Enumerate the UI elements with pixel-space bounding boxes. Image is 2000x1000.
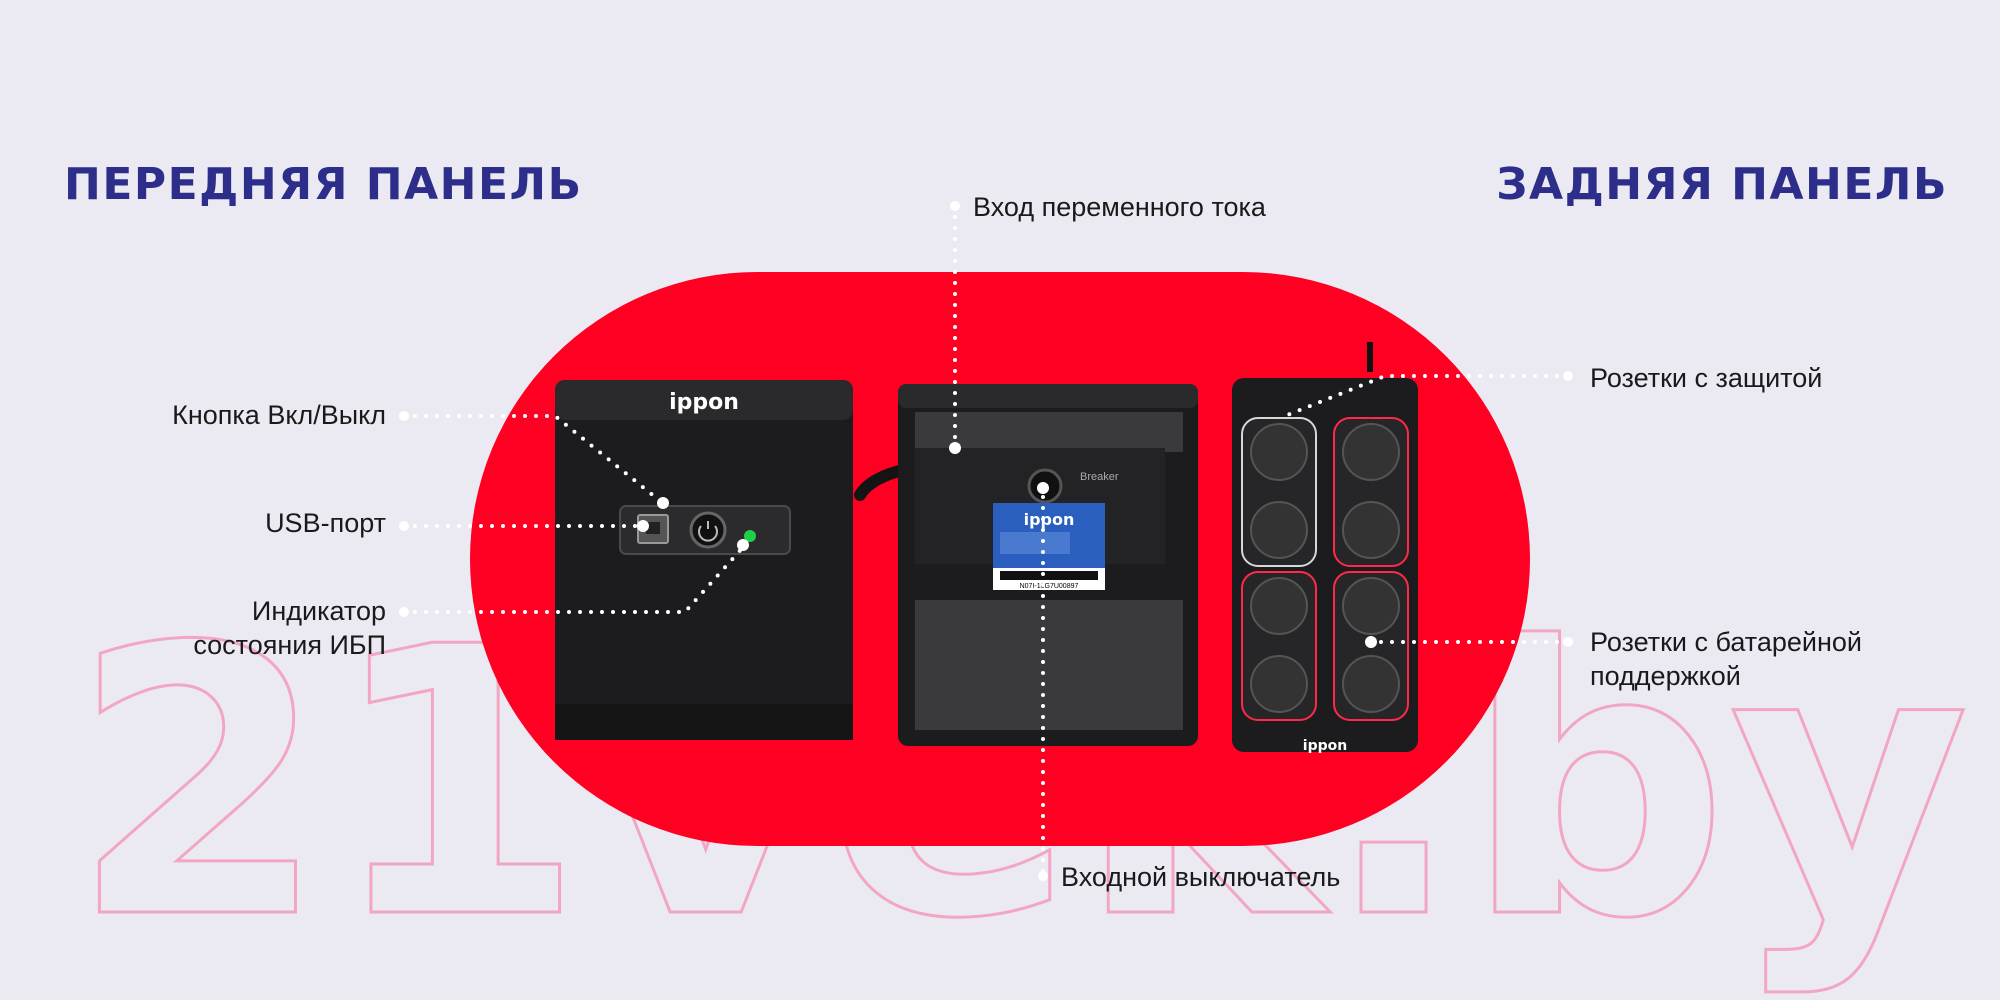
label-input-breaker: Входной выключатель xyxy=(1061,862,1341,892)
label-status-indicator: Индикатор состояния ИБП xyxy=(193,596,386,660)
back-panel-heading: ЗАДНЯЯ ПАНЕЛЬ xyxy=(1496,159,1948,210)
socket-icon xyxy=(1342,423,1400,481)
front-unit: ippon xyxy=(555,380,853,740)
front-panel-heading: ПЕРЕДНЯЯ ПАНЕЛЬ xyxy=(64,159,583,210)
socket-icon xyxy=(1250,577,1308,635)
socket-icon xyxy=(1342,577,1400,635)
back-unit: ippon xyxy=(1232,342,1418,754)
svg-text:Breaker: Breaker xyxy=(1080,471,1119,483)
middle-unit: Breaker ippon N07I-10G7U00897 xyxy=(898,384,1198,746)
front-brand-logo: ippon xyxy=(669,390,739,415)
socket-icon xyxy=(1342,655,1400,713)
label-usb-port: USB-порт xyxy=(265,508,386,538)
power-button-icon xyxy=(689,511,727,549)
label-surge-outlets: Розетки с защитой xyxy=(1590,363,1823,393)
label-power-button: Кнопка Вкл/Выкл xyxy=(172,400,386,430)
socket-icon xyxy=(1250,655,1308,713)
socket-icon xyxy=(1250,423,1308,481)
socket-icon xyxy=(1342,501,1400,559)
svg-text:N07I-10G7U00897: N07I-10G7U00897 xyxy=(1020,583,1079,590)
svg-text:ippon: ippon xyxy=(1024,510,1075,529)
status-led-icon xyxy=(744,530,756,542)
socket-icon xyxy=(1250,501,1308,559)
svg-text:ippon: ippon xyxy=(1303,738,1347,754)
label-battery-outlets: Розетки с батарейной поддержкой xyxy=(1590,627,1862,691)
label-ac-input: Вход переменного тока xyxy=(973,192,1266,222)
